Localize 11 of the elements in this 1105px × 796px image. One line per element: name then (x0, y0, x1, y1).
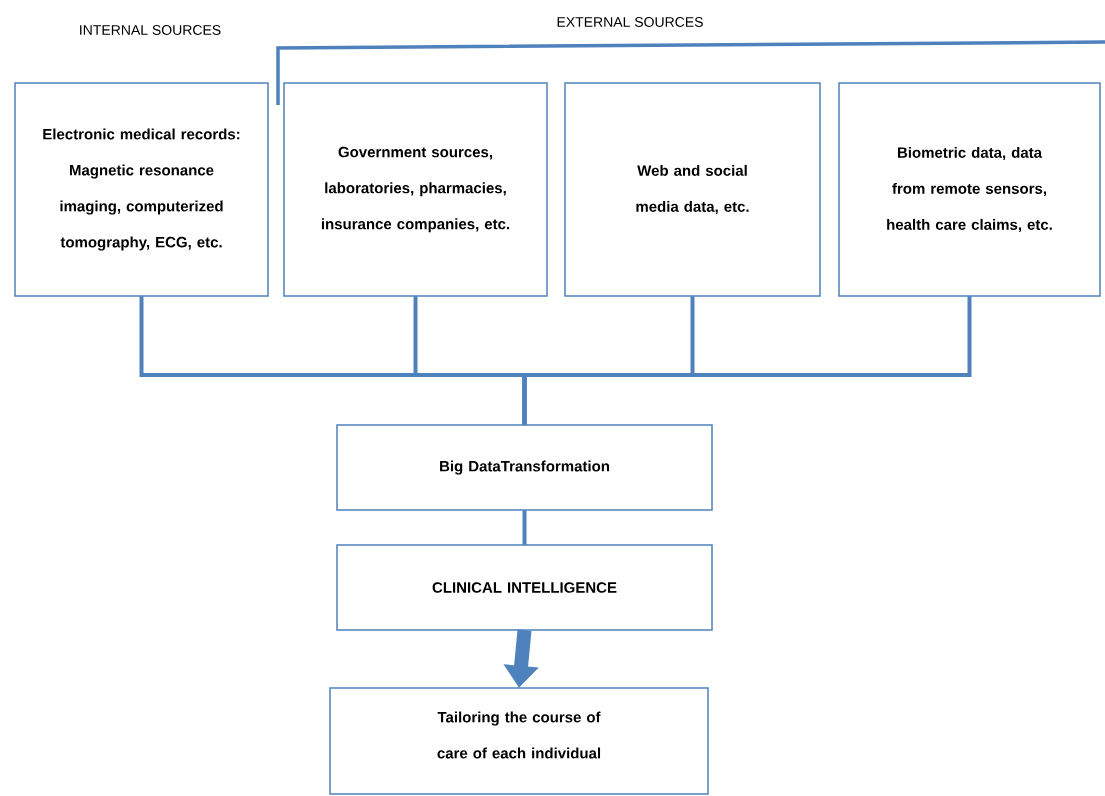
process-box: Electronic medical records: Magnetic resonance imaging, computerized tomography, ECG, etc. (14, 82, 269, 297)
section-label: INTERNAL SOURCES (80, 25, 221, 35)
connector (522, 296, 972, 425)
process-box: Biometric data, data from remote sensors, health care claims, etc. (838, 82, 1101, 297)
process-box: Web and social media data, etc. (564, 82, 821, 297)
connector (522, 510, 527, 545)
process-box: Big DataTransformation (336, 424, 713, 511)
process-box: Tailoring the course of care of each individual (329, 687, 709, 795)
process-box: CLINICAL INTELLIGENCE (336, 544, 713, 631)
process-box: Government sources, laboratories, pharmacies, insurance companies, etc. (283, 82, 548, 297)
section-label: EXTERNAL SOURCES (557, 17, 703, 27)
